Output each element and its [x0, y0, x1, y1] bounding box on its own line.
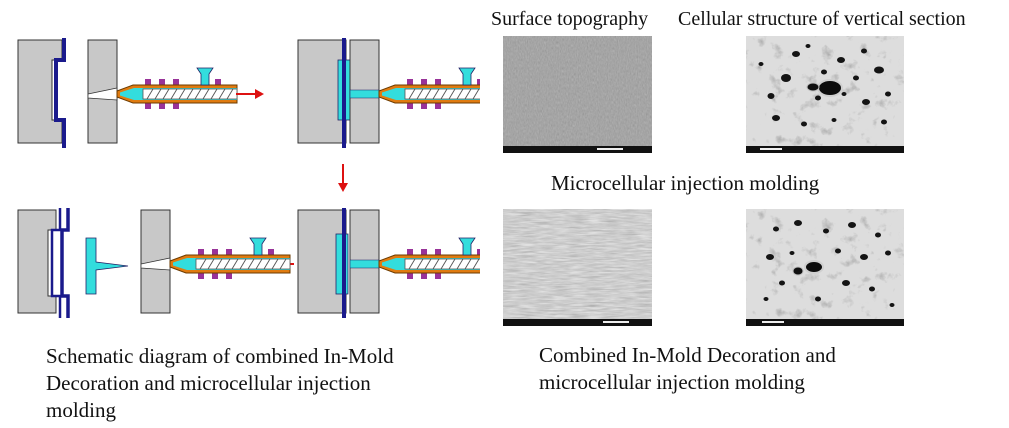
step-1-mold-open [17, 38, 238, 148]
step-3-cooling [297, 208, 480, 318]
row-label-combined-line2: microcellular injection molding [539, 370, 805, 394]
header-surface-topography: Surface topography [491, 8, 649, 30]
arrow-right-icon [236, 89, 264, 99]
photo-micro-surface [503, 36, 652, 153]
schematic-diagram [0, 0, 480, 345]
schematic-caption-line3: molding [46, 398, 117, 422]
schematic-caption-line2: Decoration and microcellular injection [46, 371, 371, 395]
row-label-microcellular: Microcellular injection molding [551, 171, 820, 195]
schematic-caption-line1: Schematic diagram of combined In-Mold [46, 344, 394, 368]
header-cellular-structure: Cellular structure of vertical section [678, 8, 966, 30]
schematic-svg [17, 38, 480, 318]
photo-micro-cellular [746, 36, 904, 153]
photo-combined-surface [503, 209, 652, 326]
photo-combined-cellular [746, 209, 904, 326]
step-4-ejection [17, 208, 291, 318]
row-label-combined-line1: Combined In-Mold Decoration and [539, 343, 836, 367]
step-2-injection [297, 38, 480, 148]
arrow-down-icon [338, 164, 348, 192]
